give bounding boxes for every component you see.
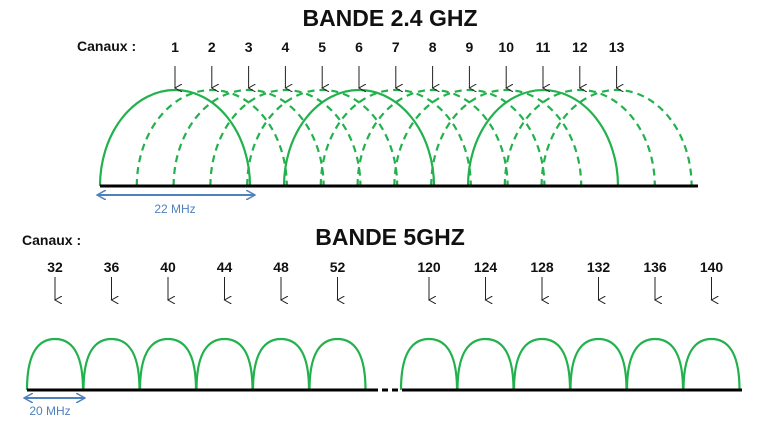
channel-label-40: 40 xyxy=(160,259,176,275)
channel-label-13: 13 xyxy=(609,39,625,55)
channel-curve-36 xyxy=(82,337,141,391)
channel-curve-44 xyxy=(195,337,254,391)
channel-label-132: 132 xyxy=(587,259,611,275)
channel-label-9: 9 xyxy=(466,39,474,55)
channel-label-3: 3 xyxy=(245,39,253,55)
channel-label-2: 2 xyxy=(208,39,216,55)
channel-curve-32 xyxy=(25,337,85,391)
channel-label-44: 44 xyxy=(217,259,233,275)
channel-label-32: 32 xyxy=(47,259,63,275)
channel-curve-136 xyxy=(625,337,685,391)
channel-label-5: 5 xyxy=(318,39,326,55)
channel-label-6: 6 xyxy=(355,39,363,55)
channel-label-124: 124 xyxy=(474,259,498,275)
channel-label-4: 4 xyxy=(282,39,290,55)
channel-label-8: 8 xyxy=(429,39,437,55)
channel-curve-124 xyxy=(456,337,515,391)
channel-label-128: 128 xyxy=(530,259,554,275)
band-24-title: BANDE 2.4 GHZ xyxy=(302,5,477,31)
channel-label-52: 52 xyxy=(330,259,346,275)
channel-curve-40 xyxy=(138,337,198,391)
channel-label-36: 36 xyxy=(104,259,120,275)
channel-label-140: 140 xyxy=(700,259,724,275)
band-5-channels-label: Canaux : xyxy=(22,232,81,248)
channel-label-1: 1 xyxy=(171,39,179,55)
channel-label-136: 136 xyxy=(643,259,667,275)
band-24-channels-label: Canaux : xyxy=(77,38,136,54)
channel-label-12: 12 xyxy=(572,39,588,55)
band-5-channels: 32 36 40 44 48 52 120 124 128 132 136 140 xyxy=(25,259,741,391)
channel-label-7: 7 xyxy=(392,39,400,55)
channel-curve-140 xyxy=(682,337,741,391)
channel-curve-120 xyxy=(399,337,459,391)
channel-label-120: 120 xyxy=(417,259,441,275)
band-5-width-label: 20 MHz xyxy=(29,404,70,418)
channel-curve-52 xyxy=(308,337,367,391)
channel-curve-128 xyxy=(512,337,572,391)
channel-label-10: 10 xyxy=(498,39,514,55)
channel-curve-132 xyxy=(569,337,628,391)
channel-label-48: 48 xyxy=(273,259,289,275)
channel-label-11: 11 xyxy=(536,39,551,55)
channel-curve-48 xyxy=(251,337,311,391)
band-5-title: BANDE 5GHZ xyxy=(315,224,465,250)
band-24-width-label: 22 MHz xyxy=(154,202,195,216)
